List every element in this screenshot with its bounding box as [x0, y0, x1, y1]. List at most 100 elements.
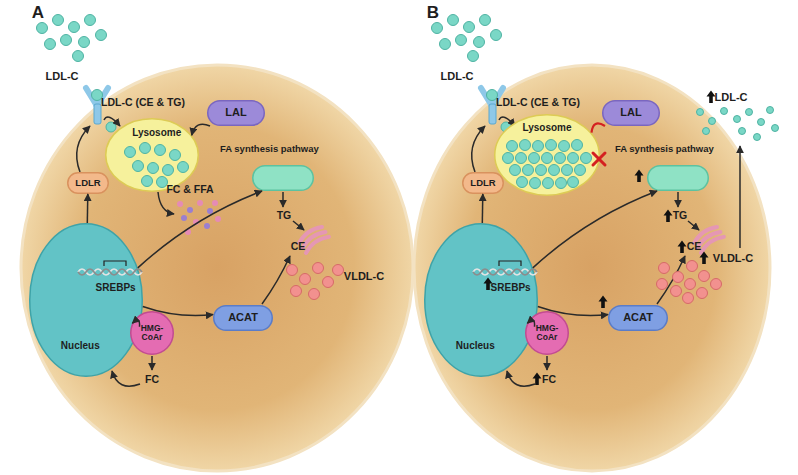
- enzyme-name: ACAT: [228, 312, 258, 324]
- molecule-name: LDL-C: [715, 91, 748, 103]
- arrow-connector: [192, 124, 210, 135]
- gene-name: SREBPs: [96, 282, 136, 293]
- ldl-particle: [709, 118, 716, 125]
- vldl-particle: [309, 289, 320, 300]
- molecule-name: CE: [291, 241, 306, 253]
- pathway-name: FA synthesis pathway: [615, 144, 714, 154]
- lysosome-contents: [503, 140, 592, 189]
- lysosome-ellipse-outline: [105, 118, 199, 192]
- lipid-dot: [177, 201, 183, 207]
- enzyme-name: LAL: [620, 107, 641, 119]
- receptor-pill-outline: [67, 172, 109, 194]
- enzyme-circle: HMG-CoAr: [525, 311, 569, 355]
- ldl-particle: [140, 143, 151, 154]
- vldl-particle: [333, 265, 344, 276]
- vldl-particle: [659, 263, 670, 274]
- increase-arrow: [484, 278, 493, 291]
- ldl-particle: [746, 109, 753, 116]
- enzyme-pill-shape: [208, 101, 265, 126]
- enzyme-circle-outline: [130, 311, 174, 355]
- ldl-particle: [510, 165, 521, 176]
- pathway-name: FA synthesis pathway: [220, 144, 319, 154]
- blocked-connector: [592, 123, 606, 132]
- increase-arrow: [664, 210, 673, 223]
- pathway-pill-outline: [252, 165, 314, 191]
- ldl-particle: [754, 134, 761, 141]
- ldl-particle: [520, 140, 531, 151]
- ldl-particle: [549, 165, 560, 176]
- molecule-name: LDL-C: [441, 70, 474, 82]
- ldl-particle: [148, 163, 159, 174]
- ldl-particle: [568, 177, 579, 188]
- enzyme-pill-outline: [213, 305, 273, 331]
- lysosome-ellipse-shape: [106, 119, 199, 192]
- increase-arrow: [533, 373, 542, 386]
- panel-letter: A: [32, 4, 44, 23]
- enzyme-pill-outline: [207, 100, 265, 126]
- pathway-pill: FA synthesis pathway: [252, 165, 314, 191]
- increase-arrow: [678, 241, 687, 254]
- enzyme-name: HMG-CoAr: [528, 324, 566, 342]
- nucleus-ellipse: SREBPsNucleus: [424, 223, 538, 377]
- molecule-name: TG: [673, 210, 688, 222]
- enzyme-pill-outline: [608, 305, 668, 331]
- hydrolysis-arrow: [158, 192, 174, 214]
- molecule-name: LDL-C: [46, 70, 79, 82]
- conversion-arrow: [739, 146, 741, 248]
- organelle-name: Nucleus: [456, 341, 495, 352]
- enzyme-circle: HMG-CoAr: [130, 311, 174, 355]
- arrow-connector: [132, 320, 139, 326]
- receptor-pill-shape: [68, 173, 109, 194]
- ldl-particle: [758, 119, 765, 126]
- vldl-particle: [673, 272, 684, 283]
- block-mark: [593, 153, 605, 165]
- arrow-connector: [143, 307, 213, 316]
- arrow-connector: [533, 191, 657, 268]
- ldl-particles-small: [697, 107, 779, 141]
- enzyme-pill-shape: [214, 306, 273, 331]
- lipid-dot: [185, 229, 191, 235]
- ldl-particle: [170, 150, 181, 161]
- enzyme-pill: ACAT: [608, 305, 668, 331]
- vldl-particle: [323, 277, 334, 288]
- enzyme-name: HMG-CoAr: [133, 324, 171, 342]
- ldl-particle: [734, 116, 741, 123]
- panel-letter: B: [427, 4, 439, 23]
- vldl-particle: [300, 274, 311, 285]
- nucleus-ellipse-outline: [29, 223, 143, 377]
- vldl-particle: [657, 279, 668, 290]
- lipid-dot: [212, 200, 218, 206]
- molecule-name: TG: [277, 210, 292, 222]
- vldl-particles: [287, 263, 344, 300]
- ldl-particle: [559, 141, 570, 152]
- ldl-particle: [556, 178, 567, 189]
- vldl-particle: [685, 279, 696, 290]
- vldl-particles: [657, 261, 722, 304]
- dna-helix: [78, 261, 142, 275]
- ldl-particle: [157, 177, 168, 188]
- ldl-particle: [133, 161, 144, 172]
- pathway-pill-outline: [647, 165, 709, 191]
- organelle-name: Nucleus: [61, 341, 100, 352]
- nucleus-ellipse-shape: [425, 224, 538, 377]
- ldl-particle: [503, 153, 514, 164]
- ldl-particle: [581, 153, 592, 164]
- receptor-pill: LDLR: [462, 172, 504, 194]
- lipid-dots: [177, 200, 221, 235]
- receptor-name: LDLR: [75, 178, 100, 188]
- ldl-particle: [507, 141, 518, 152]
- lysosome-ellipse-outline: [494, 114, 600, 196]
- cell-parts: [432, 15, 724, 387]
- lipid-dot: [187, 207, 193, 213]
- ldl-particle: [721, 108, 728, 115]
- ldl-particle: [542, 153, 553, 164]
- receptor-pill: LDLR: [67, 172, 109, 194]
- lipid-dot: [197, 200, 203, 206]
- ldl-particle: [125, 147, 136, 158]
- lipid-dot: [204, 223, 210, 229]
- ldl-particle: [575, 165, 586, 176]
- cell-body: [414, 65, 770, 471]
